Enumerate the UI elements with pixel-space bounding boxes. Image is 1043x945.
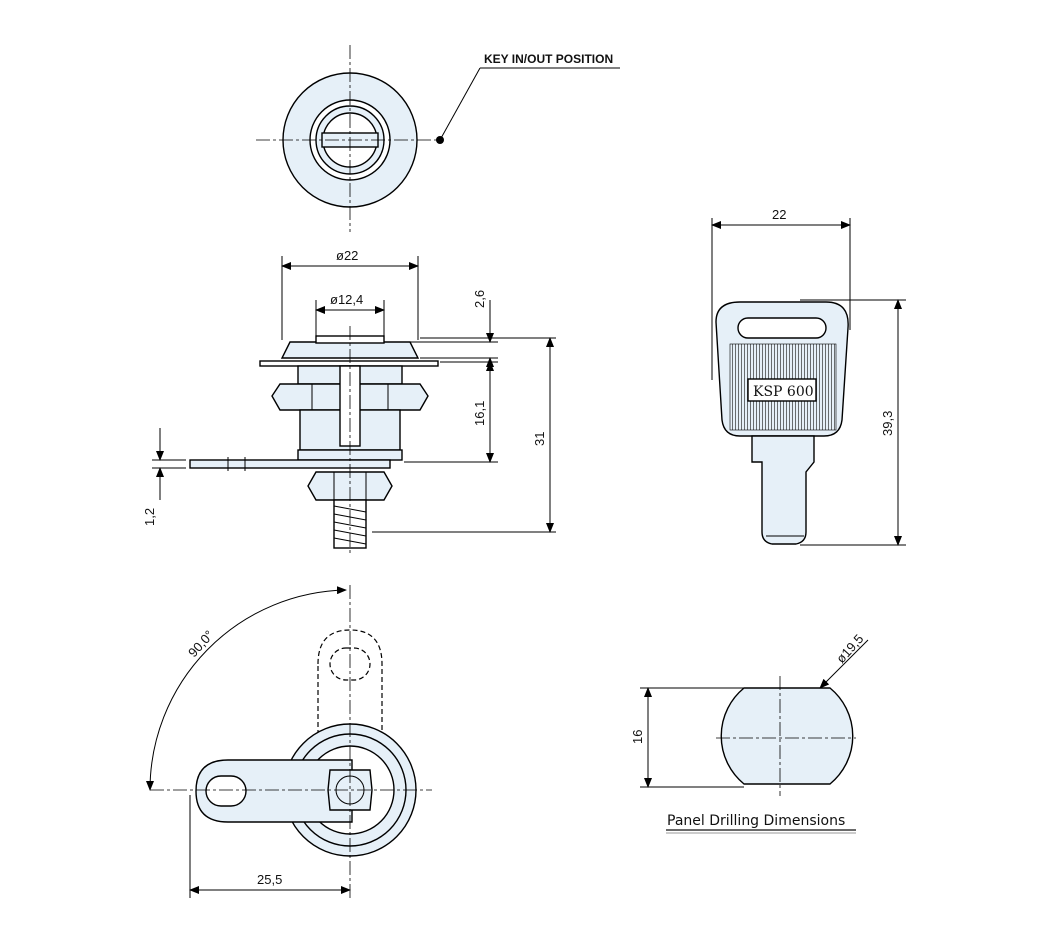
dim-panel-hole-diameter-label: ø19,5 — [833, 631, 866, 666]
dim-flange-thickness-label: 2,6 — [472, 290, 487, 308]
dim-inner-diameter-label: ø12,4 — [330, 292, 363, 307]
cam-rotation-view — [150, 585, 432, 900]
dim-key-length: 39,3 — [800, 299, 906, 546]
dim-cam-thickness: 1,2 — [142, 428, 186, 526]
panel-caption: Panel Drilling Dimensions — [667, 813, 845, 829]
dim-panel-flat-width: 16 — [630, 687, 744, 788]
dim-thread-length-label: 16,1 — [472, 401, 487, 426]
panel-hole-view — [716, 676, 856, 796]
key-position-callout: KEY IN/OUT POSITION — [439, 52, 620, 141]
dim-cam-reach: 25,5 — [189, 795, 351, 898]
dim-thread-length: 16,1 — [404, 361, 498, 463]
dim-panel-hole-diameter: ø19,5 — [819, 631, 869, 689]
dim-cam-thickness-label: 1,2 — [142, 508, 157, 526]
dim-key-width-label: 22 — [772, 207, 786, 222]
key-engraving: KSP 600 — [753, 384, 814, 400]
dim-rotation-angle-label: 90,0° — [185, 627, 217, 660]
dim-outer-diameter-label: ø22 — [336, 248, 358, 263]
dim-key-width: 22 — [711, 207, 851, 380]
lock-side-view — [189, 326, 439, 555]
dim-overall-length-label: 31 — [532, 432, 547, 446]
lock-front-view — [256, 45, 444, 232]
key-position-label: KEY IN/OUT POSITION — [484, 52, 613, 66]
key-view: KSP 600 — [715, 301, 849, 545]
dim-panel-flat-width-label: 16 — [630, 730, 645, 744]
dim-inner-diameter: ø12,4 — [315, 292, 385, 336]
dim-key-length-label: 39,3 — [880, 411, 895, 436]
dim-cam-reach-label: 25,5 — [257, 872, 282, 887]
panel-caption-group: Panel Drilling Dimensions — [666, 813, 856, 834]
dim-outer-diameter: ø22 — [281, 248, 419, 340]
dim-overall-length: 31 — [372, 337, 556, 533]
